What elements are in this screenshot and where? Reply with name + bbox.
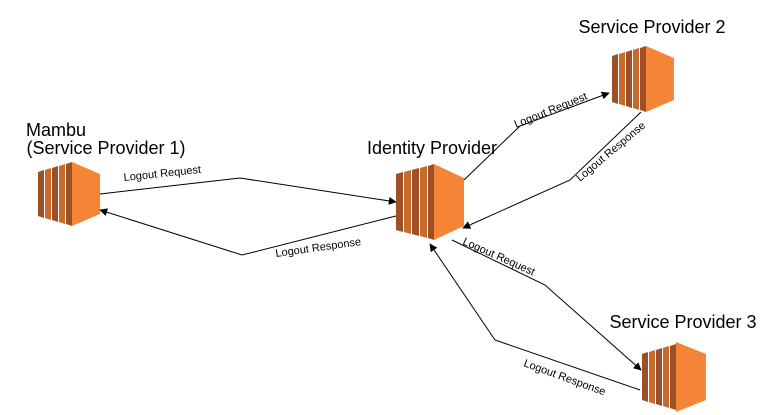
label-idp-to-sp2-request: Logout Request [513, 91, 590, 131]
edge-idp-to-sp2-request [463, 91, 610, 181]
edge-idp-to-sp3-request [451, 239, 642, 371]
label-mambu-to-idp-request: Logout Request [123, 164, 202, 184]
sp3-title: Service Provider 3 [609, 312, 756, 332]
mambu-title: Mambu [26, 120, 86, 140]
edge-sp3-to-idp-response [429, 243, 641, 391]
edge-idp-to-mambu-response [99, 208, 397, 256]
label-idp-to-mambu-response: Logout Response [275, 236, 362, 260]
mambu-server-icon [38, 162, 100, 226]
mambu-subtitle: (Service Provider 1) [26, 138, 185, 158]
label-idp-to-sp3-request: Logout Request [461, 236, 537, 279]
idp-title: Identity Provider [367, 138, 497, 158]
sp2-title: Service Provider 2 [578, 17, 725, 37]
edge-sp2-to-idp-response [462, 111, 642, 229]
sp2-server-icon [612, 46, 674, 112]
label-sp2-to-idp-response: Logout Response [574, 120, 648, 185]
edge-mambu-to-idp-request [99, 177, 397, 205]
sp3-server-icon [642, 342, 706, 412]
idp-server-icon [396, 164, 464, 240]
